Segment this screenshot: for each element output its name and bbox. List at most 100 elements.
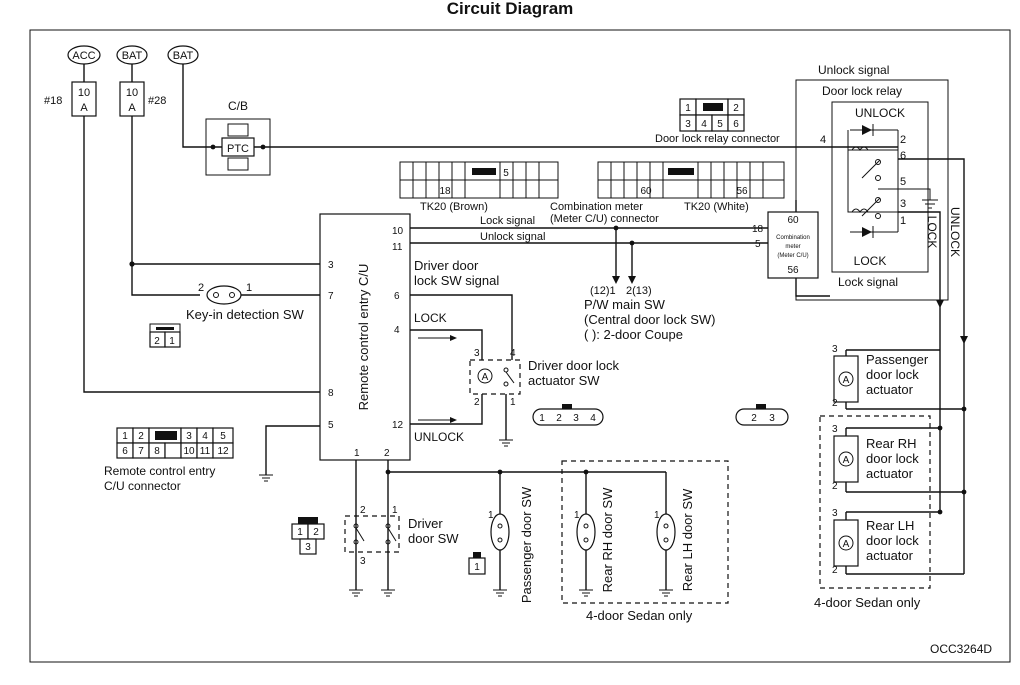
svg-text:Rear RH door SW: Rear RH door SW xyxy=(600,487,615,592)
fuse-28: 10 A #28 xyxy=(119,81,166,117)
svg-text:56: 56 xyxy=(736,186,748,197)
svg-text:PTC: PTC xyxy=(227,143,249,155)
svg-text:2: 2 xyxy=(832,481,838,492)
svg-text:2: 2 xyxy=(751,413,757,424)
svg-text:1: 1 xyxy=(488,510,494,521)
unlock-signal-label: Unlock signal xyxy=(480,231,545,243)
svg-text:door lock: door lock xyxy=(866,451,919,466)
sedan-only-label-right: 4-door Sedan only xyxy=(814,595,921,610)
svg-text:4: 4 xyxy=(701,119,707,130)
tk20-white-connector: 60 56 TK20 (White) xyxy=(597,161,785,213)
svg-text:10: 10 xyxy=(126,87,138,99)
svg-text:3: 3 xyxy=(573,413,579,424)
svg-text:56: 56 xyxy=(787,265,799,276)
passenger-door-lock-actuator: A 3 2 Passenger door lock actuator xyxy=(832,344,929,409)
svg-text:7: 7 xyxy=(328,291,334,302)
diagram-frame xyxy=(29,29,1011,663)
lock-vertical-label: LOCK xyxy=(925,216,939,249)
passenger-door-switch: 1 Passenger door SW xyxy=(488,486,534,603)
svg-text:3: 3 xyxy=(685,119,691,130)
svg-text:1: 1 xyxy=(169,336,175,347)
svg-text:8: 8 xyxy=(154,446,160,457)
svg-text:2: 2 xyxy=(138,431,144,442)
svg-text:TK20 (Brown): TK20 (Brown) xyxy=(420,201,488,213)
combination-meter: 60 18 5 Combination meter (Meter C/U) 56 xyxy=(752,211,819,279)
sedan-only-actuator-box xyxy=(819,415,931,589)
rear-rh-door-lock-actuator: A 3 2 Rear RH door lock actuator xyxy=(832,424,919,492)
svg-text:Door lock relay connector: Door lock relay connector xyxy=(655,133,780,145)
svg-text:5: 5 xyxy=(328,420,334,431)
lock-label: LOCK xyxy=(414,311,447,325)
svg-text:1: 1 xyxy=(900,215,906,227)
svg-text:3: 3 xyxy=(832,424,838,435)
relay-lock-signal-label: Lock signal xyxy=(838,275,898,289)
svg-text:ACC: ACC xyxy=(72,50,95,62)
pw-main-switch-label: (12)1 2(13) P/W main SW (Central door lo… xyxy=(584,285,715,342)
svg-text:12: 12 xyxy=(217,446,229,457)
svg-text:2: 2 xyxy=(832,565,838,576)
svg-text:(Meter C/U) connector: (Meter C/U) connector xyxy=(550,213,659,225)
svg-text:2: 2 xyxy=(556,413,562,424)
svg-text:1: 1 xyxy=(246,282,252,294)
bat-power-source-1: BAT xyxy=(116,45,148,65)
sedan-only-label-bottom: 4-door Sedan only xyxy=(586,608,693,623)
svg-text:Key-in detection SW: Key-in detection SW xyxy=(186,307,305,322)
passenger-sw-connector: 1 xyxy=(468,552,486,575)
svg-text:1: 1 xyxy=(539,413,545,424)
tk20-brown-connector: 5 18 TK20 (Brown) xyxy=(399,161,559,213)
svg-text:4: 4 xyxy=(590,413,596,424)
rear-rh-door-switch: 1 Rear RH door SW xyxy=(574,487,615,592)
cu-connector: 1 2 3 4 5 6 7 8 10 11 12 Remote control … xyxy=(104,427,234,493)
svg-text:7: 7 xyxy=(138,446,144,457)
svg-text:door lock: door lock xyxy=(866,367,919,382)
ground-symbol-passenger xyxy=(493,589,507,597)
svg-text:2: 2 xyxy=(733,103,739,114)
svg-text:3: 3 xyxy=(186,431,192,442)
svg-text:( ): 2-door Coupe: ( ): 2-door Coupe xyxy=(584,327,683,342)
svg-text:2: 2 xyxy=(313,527,319,538)
svg-text:3: 3 xyxy=(900,198,906,210)
svg-text:3: 3 xyxy=(360,556,366,567)
svg-text:1: 1 xyxy=(392,505,398,516)
circuit-breaker: C/B PTC xyxy=(205,99,271,176)
diagram-title: Circuit Diagram xyxy=(447,0,574,18)
svg-text:actuator: actuator xyxy=(866,382,914,397)
svg-text:5: 5 xyxy=(755,239,761,250)
unlock-vertical-label: UNLOCK xyxy=(948,207,962,257)
svg-text:Combination meter: Combination meter xyxy=(550,201,643,213)
svg-text:C/U connector: C/U connector xyxy=(104,479,181,493)
svg-text:A: A xyxy=(843,455,850,466)
remote-control-entry-cu: Remote control entry C/U 10 11 3 7 6 4 8… xyxy=(319,213,411,461)
svg-text:6: 6 xyxy=(122,446,128,457)
svg-text:P/W main SW: P/W main SW xyxy=(584,297,666,312)
passenger-actuator-connector: 2 3 xyxy=(735,404,789,426)
svg-text:2: 2 xyxy=(384,448,390,459)
ground-symbol xyxy=(499,439,513,447)
lock-signal-label: Lock signal xyxy=(480,215,535,227)
svg-text:4: 4 xyxy=(394,325,400,336)
svg-text:6: 6 xyxy=(733,119,739,130)
svg-text:5: 5 xyxy=(900,176,906,188)
svg-text:3: 3 xyxy=(305,542,311,553)
svg-text:10: 10 xyxy=(78,87,90,99)
svg-text:1: 1 xyxy=(510,397,516,408)
rear-lh-door-lock-actuator: A 3 2 Rear LH door lock actuator xyxy=(832,508,919,576)
svg-text:Driver door lock: Driver door lock xyxy=(528,358,620,373)
svg-text:Door lock relay: Door lock relay xyxy=(822,84,902,98)
svg-text:A: A xyxy=(482,372,489,383)
svg-text:door lock: door lock xyxy=(866,533,919,548)
svg-text:10: 10 xyxy=(183,446,195,457)
svg-text:6: 6 xyxy=(900,150,906,162)
driver-door-switch: 2 1 3 Driver door SW xyxy=(344,505,459,567)
svg-text:11: 11 xyxy=(200,446,211,457)
svg-text:8: 8 xyxy=(328,388,334,399)
svg-text:12: 12 xyxy=(392,420,404,431)
svg-text:actuator SW: actuator SW xyxy=(528,373,600,388)
relay-lock-label: LOCK xyxy=(854,254,887,268)
svg-text:2: 2 xyxy=(198,282,204,294)
svg-text:(Central door lock SW): (Central door lock SW) xyxy=(584,312,715,327)
svg-text:3: 3 xyxy=(832,344,838,355)
svg-text:2: 2 xyxy=(832,398,838,409)
svg-text:actuator: actuator xyxy=(866,548,914,563)
